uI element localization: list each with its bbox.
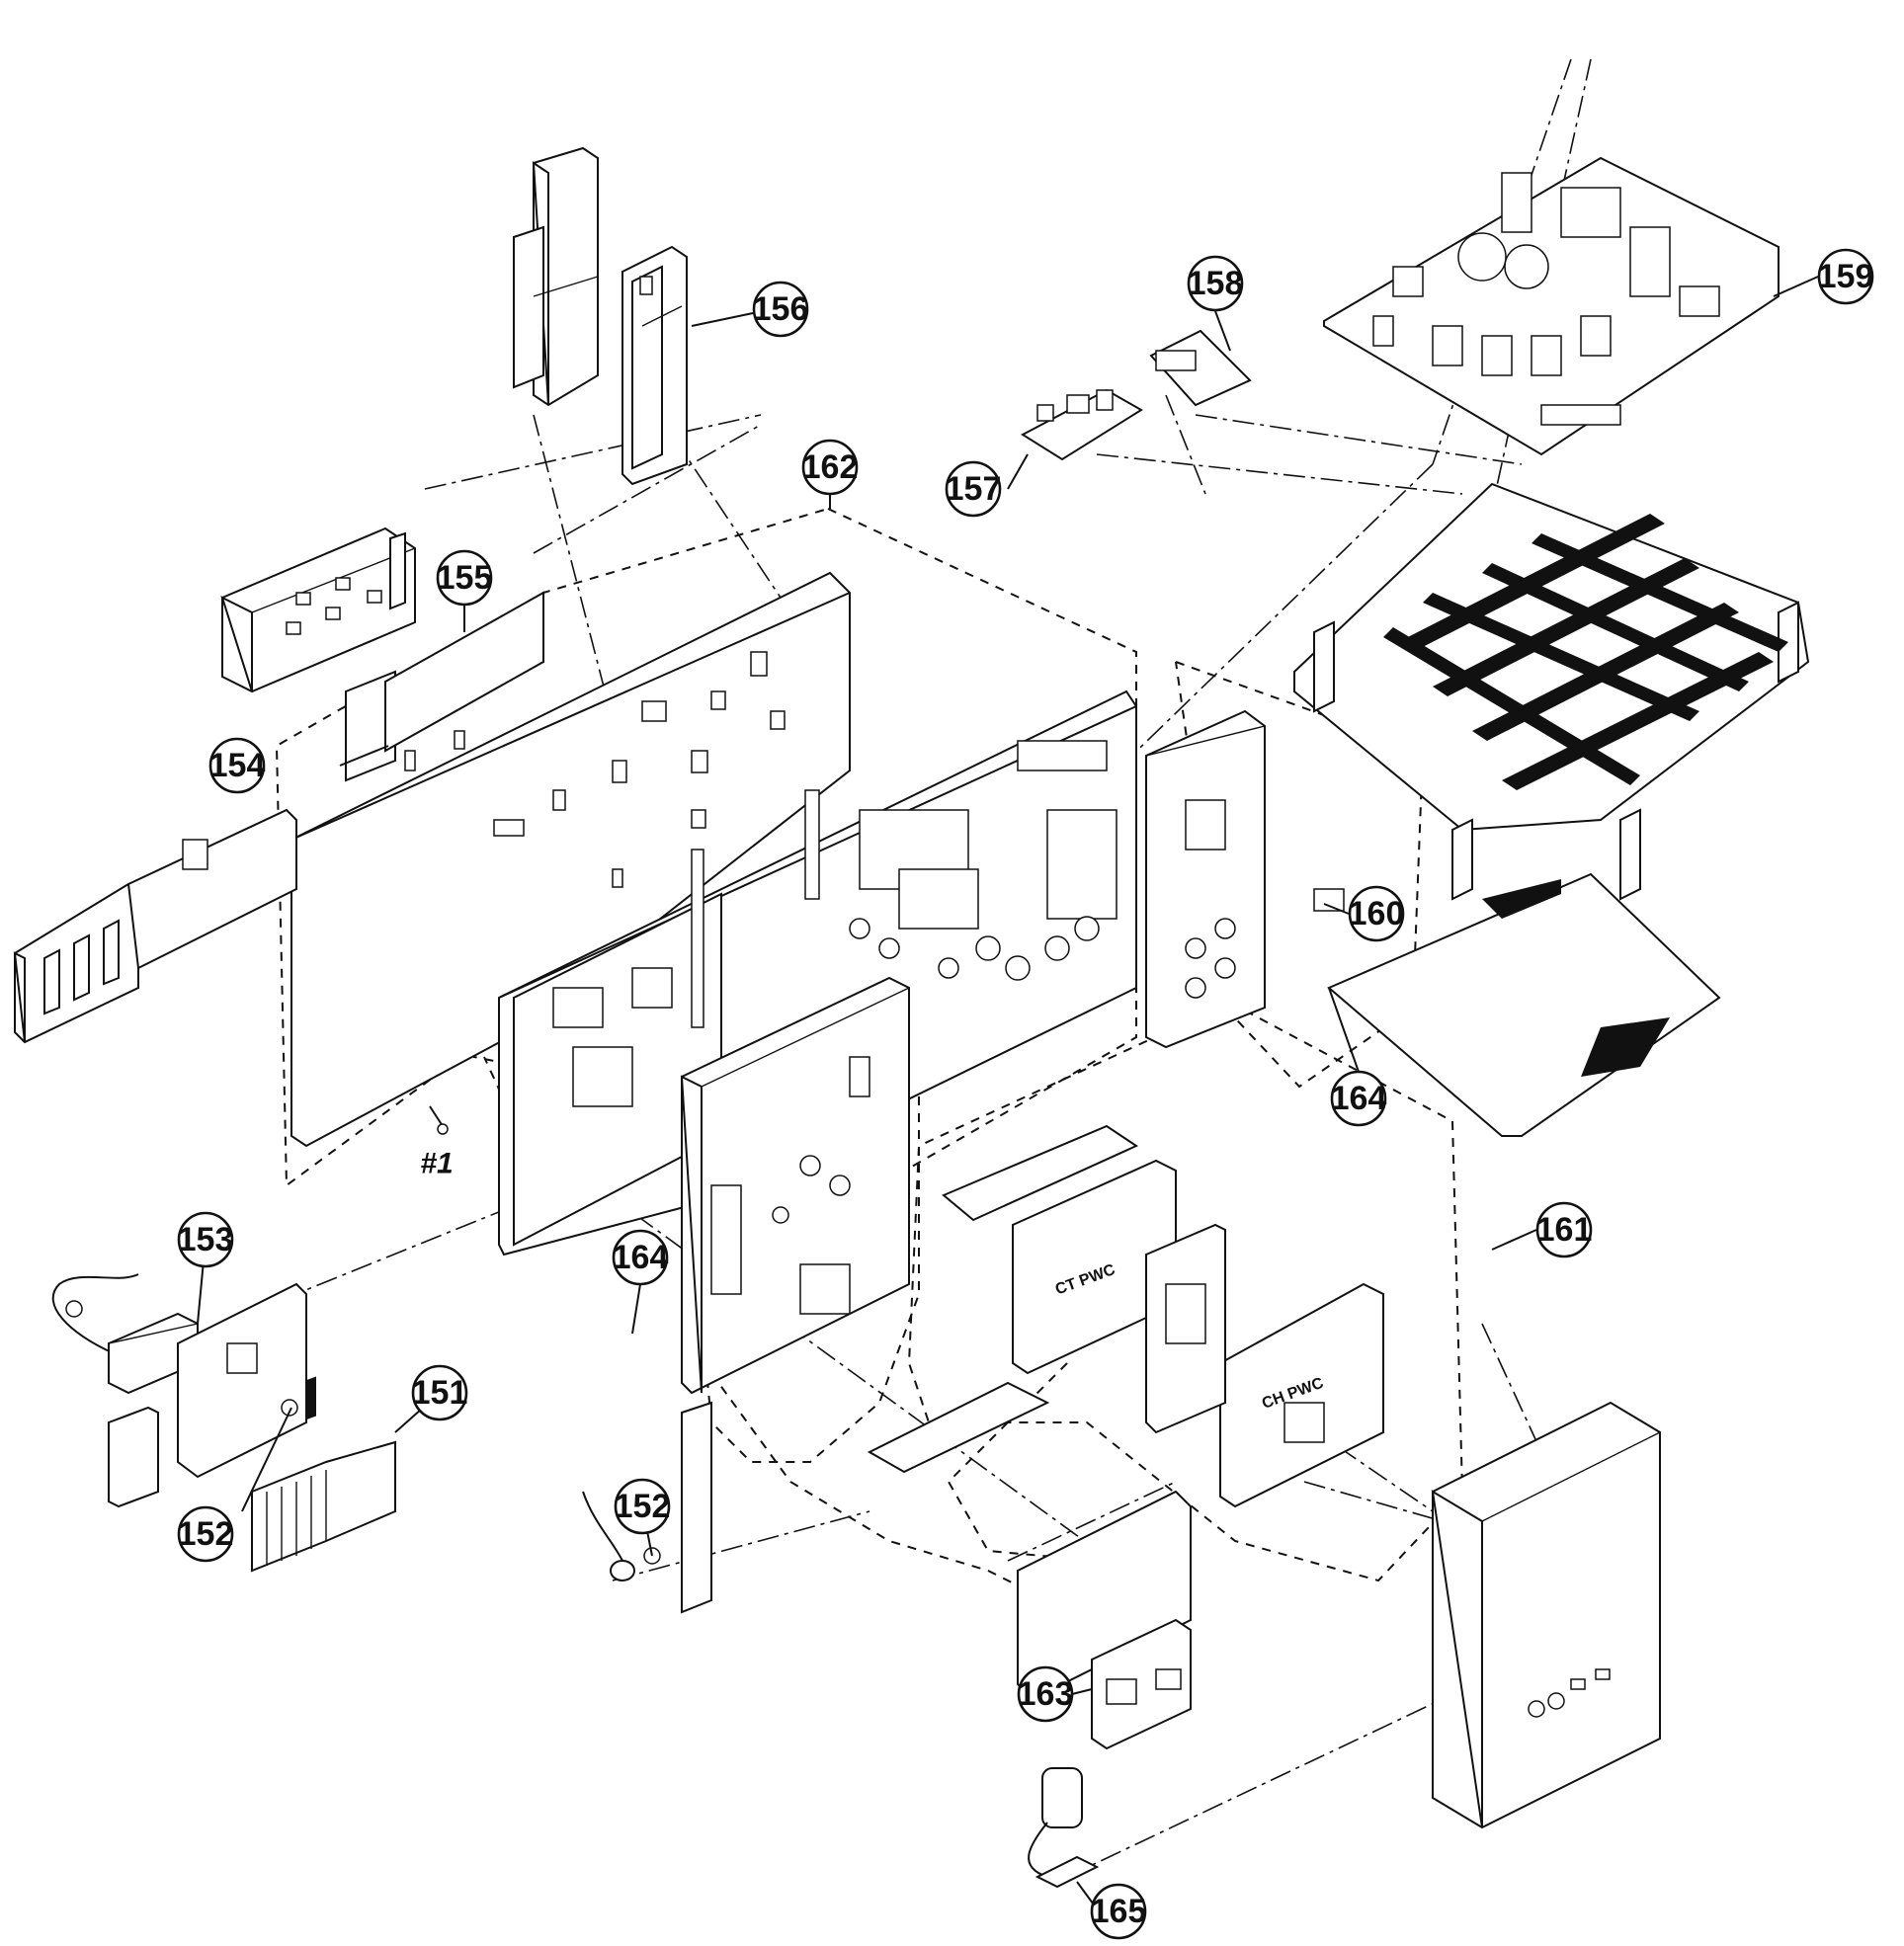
callout-label-151: 151 xyxy=(412,1374,468,1412)
leader-lines xyxy=(197,276,1819,1912)
callout-label-159: 159 xyxy=(1818,258,1874,295)
callout-162: 162 xyxy=(802,439,859,496)
callout-158: 158 xyxy=(1188,255,1244,312)
part-156-shield xyxy=(513,146,688,486)
part-163-board xyxy=(1091,1618,1192,1750)
callout-161: 161 xyxy=(1536,1201,1593,1258)
part-155-plate xyxy=(384,591,544,753)
ch-pwc-board: CH PWC xyxy=(1219,1282,1384,1508)
right-pcb-panel xyxy=(1145,709,1266,1049)
screw-label: #1 xyxy=(420,1148,453,1180)
callout-label-152-left: 152 xyxy=(178,1515,234,1553)
callout-157: 157 xyxy=(946,460,1002,518)
callout-151: 151 xyxy=(412,1364,468,1421)
callout-label-153: 153 xyxy=(178,1221,234,1258)
part-159-power-board xyxy=(1323,156,1780,456)
part-157-board xyxy=(1020,388,1143,461)
callout-label-160: 160 xyxy=(1349,895,1405,932)
part-152-bracket-left xyxy=(108,1282,307,1508)
left-connector-bracket xyxy=(13,808,297,1044)
lower-bracket-assembly xyxy=(681,1124,1192,1701)
callout-label-157: 157 xyxy=(946,470,1002,508)
callout-156: 156 xyxy=(753,281,809,338)
callout-160: 160 xyxy=(1349,885,1405,942)
callout-label-164-center: 164 xyxy=(613,1239,669,1276)
main-chassis xyxy=(498,689,1137,1257)
part-152-cable xyxy=(582,1491,661,1581)
callout-label-165: 165 xyxy=(1091,1893,1147,1930)
callout-label-152-center: 152 xyxy=(615,1488,671,1525)
part-160-shield-plate xyxy=(1313,872,1721,1137)
part-154-plate xyxy=(345,670,396,782)
callout-label-154: 154 xyxy=(209,747,266,784)
alignment-lines xyxy=(246,58,1602,1878)
callout-163: 163 xyxy=(1018,1665,1074,1723)
callout-155: 155 xyxy=(437,549,493,607)
callout-154: 154 xyxy=(209,737,266,794)
callout-label-162: 162 xyxy=(802,448,859,486)
part-158-board xyxy=(1149,329,1252,407)
rear-cover xyxy=(1431,1401,1661,1829)
part-153-box xyxy=(51,1273,199,1395)
front-chassis-panel xyxy=(680,976,910,1395)
callout-164-right: 164 xyxy=(1331,1070,1387,1127)
bottom-chassis-frame xyxy=(1293,482,1810,901)
callout-label-164-right: 164 xyxy=(1331,1080,1387,1117)
callout-label-158: 158 xyxy=(1188,265,1244,302)
callout-label-155: 155 xyxy=(437,559,493,597)
middle-module-board xyxy=(1145,1223,1226,1434)
part-155-bracket xyxy=(220,527,416,693)
ct-pwc-board: CT PWC xyxy=(1012,1159,1177,1375)
screw-marker: #1 xyxy=(420,1105,454,1180)
part-165-capacitor xyxy=(1028,1767,1100,1889)
callout-152-left: 152 xyxy=(178,1505,234,1563)
callout-159: 159 xyxy=(1818,248,1874,305)
callout-label-156: 156 xyxy=(753,290,809,328)
callout-label-163: 163 xyxy=(1018,1675,1074,1713)
callout-label-161: 161 xyxy=(1536,1211,1593,1249)
callout-165: 165 xyxy=(1091,1883,1147,1940)
callout-152-center: 152 xyxy=(615,1478,671,1535)
callout-164-center: 164 xyxy=(613,1229,669,1286)
rear-chassis-panel xyxy=(290,571,851,1148)
callout-153: 153 xyxy=(178,1211,234,1268)
